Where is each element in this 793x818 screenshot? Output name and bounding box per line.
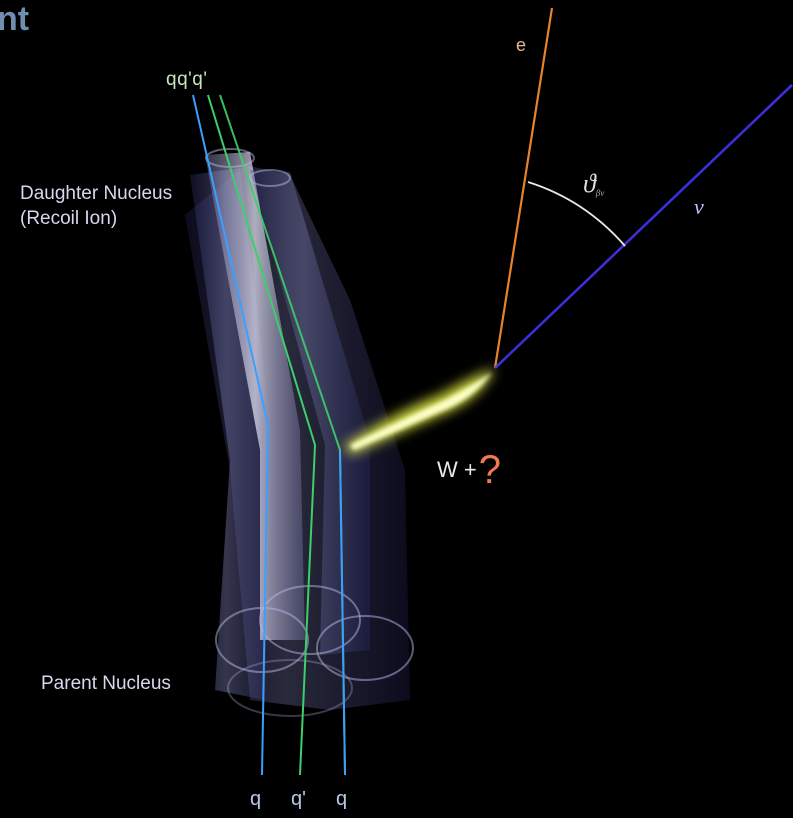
angle-arc	[527, 181, 626, 247]
quark-line-q-lower	[339, 449, 346, 776]
label-w-boson: W +?	[437, 450, 501, 490]
tube-cap-top-right	[249, 169, 291, 187]
quark-line-q	[192, 94, 270, 776]
label-daughter-line1: Daughter Nucleus	[20, 183, 173, 204]
question-mark: ?	[478, 448, 501, 492]
tube-cap-bottom-center	[259, 585, 361, 655]
label-quark-bottom-3: q	[336, 788, 348, 810]
angle-symbol: ϑ	[583, 169, 596, 198]
label-daughter-line2: (Recoil Ion)	[20, 208, 118, 229]
w-boson-glow	[345, 368, 495, 455]
label-neutrino: ν	[694, 194, 704, 219]
tube-cap-base	[227, 659, 353, 717]
tube-cap-bottom-right	[316, 615, 414, 681]
neutrino-track	[494, 84, 793, 369]
quark-line-q-prime	[207, 94, 317, 776]
angle-subscript: βν	[595, 188, 605, 198]
label-quark-bottom-2: q'	[291, 788, 306, 810]
nucleus-tube-right	[250, 170, 370, 655]
title-fragment: nt	[0, 0, 30, 38]
label-electron: e	[516, 35, 527, 55]
electron-track	[493, 7, 554, 369]
label-parent-nucleus: Parent Nucleus	[41, 673, 171, 694]
label-quark-bottom-1: q	[250, 788, 262, 810]
label-daughter-nucleus: Daughter Nucleus (Recoil Ion)	[20, 181, 172, 231]
label-angle: ϑβν	[583, 171, 604, 198]
w-boson-text: W +	[437, 457, 477, 482]
quark-lines	[192, 94, 346, 776]
nucleus-tube-center	[205, 152, 305, 640]
label-quarks-top: qq'q'	[166, 69, 208, 90]
